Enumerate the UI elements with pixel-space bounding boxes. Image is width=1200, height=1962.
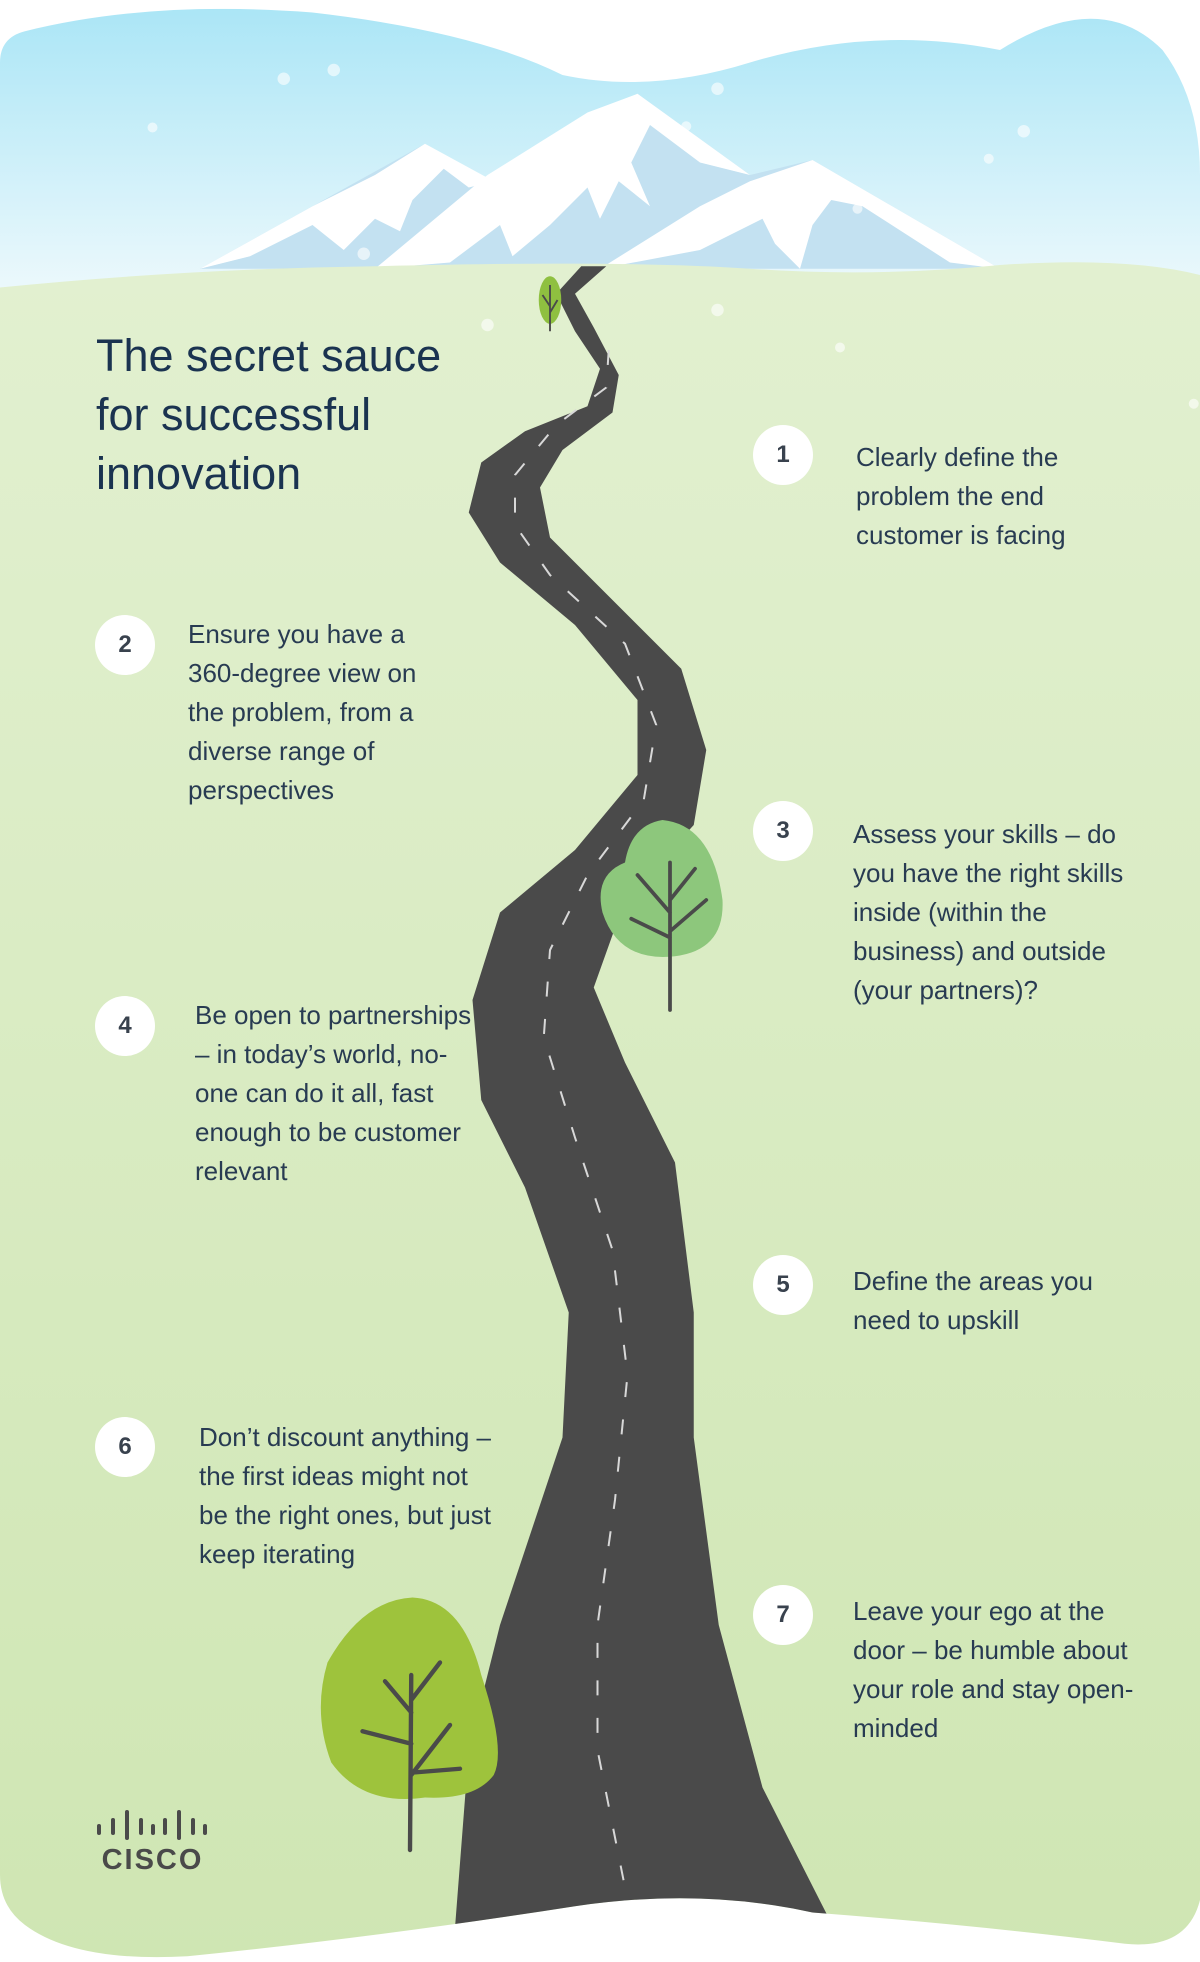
page-title: The secret sauce for successful innovati…	[96, 326, 441, 503]
step-text: Define the areas you need to upskill	[853, 1266, 1093, 1335]
step-number-badge: 7	[753, 1585, 813, 1645]
step-text: Don’t discount anything – the first idea…	[199, 1422, 491, 1569]
tree-large	[320, 1597, 498, 1853]
mountains	[200, 93, 1000, 269]
step-number-badge: 6	[95, 1417, 155, 1477]
step-number-badge: 2	[95, 615, 155, 675]
snowflakes	[147, 63, 1199, 409]
tree-medium	[600, 820, 723, 1012]
road-center-line	[514, 349, 658, 1919]
step-number-badge: 4	[95, 996, 155, 1056]
tree-small	[538, 276, 562, 332]
cisco-logo: CISCO	[95, 1808, 210, 1876]
step-text: Ensure you have a 360-degree view on the…	[188, 619, 417, 805]
title-line: The secret sauce	[96, 330, 442, 381]
road	[452, 266, 850, 1958]
step-text: Be open to partnerships – in today’s wor…	[195, 1000, 472, 1186]
cisco-bars-icon	[97, 1810, 207, 1840]
title-line: for successful	[96, 389, 372, 440]
title-line: innovation	[96, 448, 302, 499]
step-text: Assess your skills – do you have the rig…	[853, 819, 1124, 1005]
step-number-badge: 5	[753, 1255, 813, 1315]
step-number-badge: 3	[753, 801, 813, 861]
cisco-wordmark: CISCO	[101, 1844, 204, 1876]
step-number-badge: 1	[753, 425, 813, 485]
step-text: Clearly define the problem the end custo…	[856, 442, 1066, 550]
step-text: Leave your ego at the door – be humble a…	[853, 1596, 1134, 1743]
